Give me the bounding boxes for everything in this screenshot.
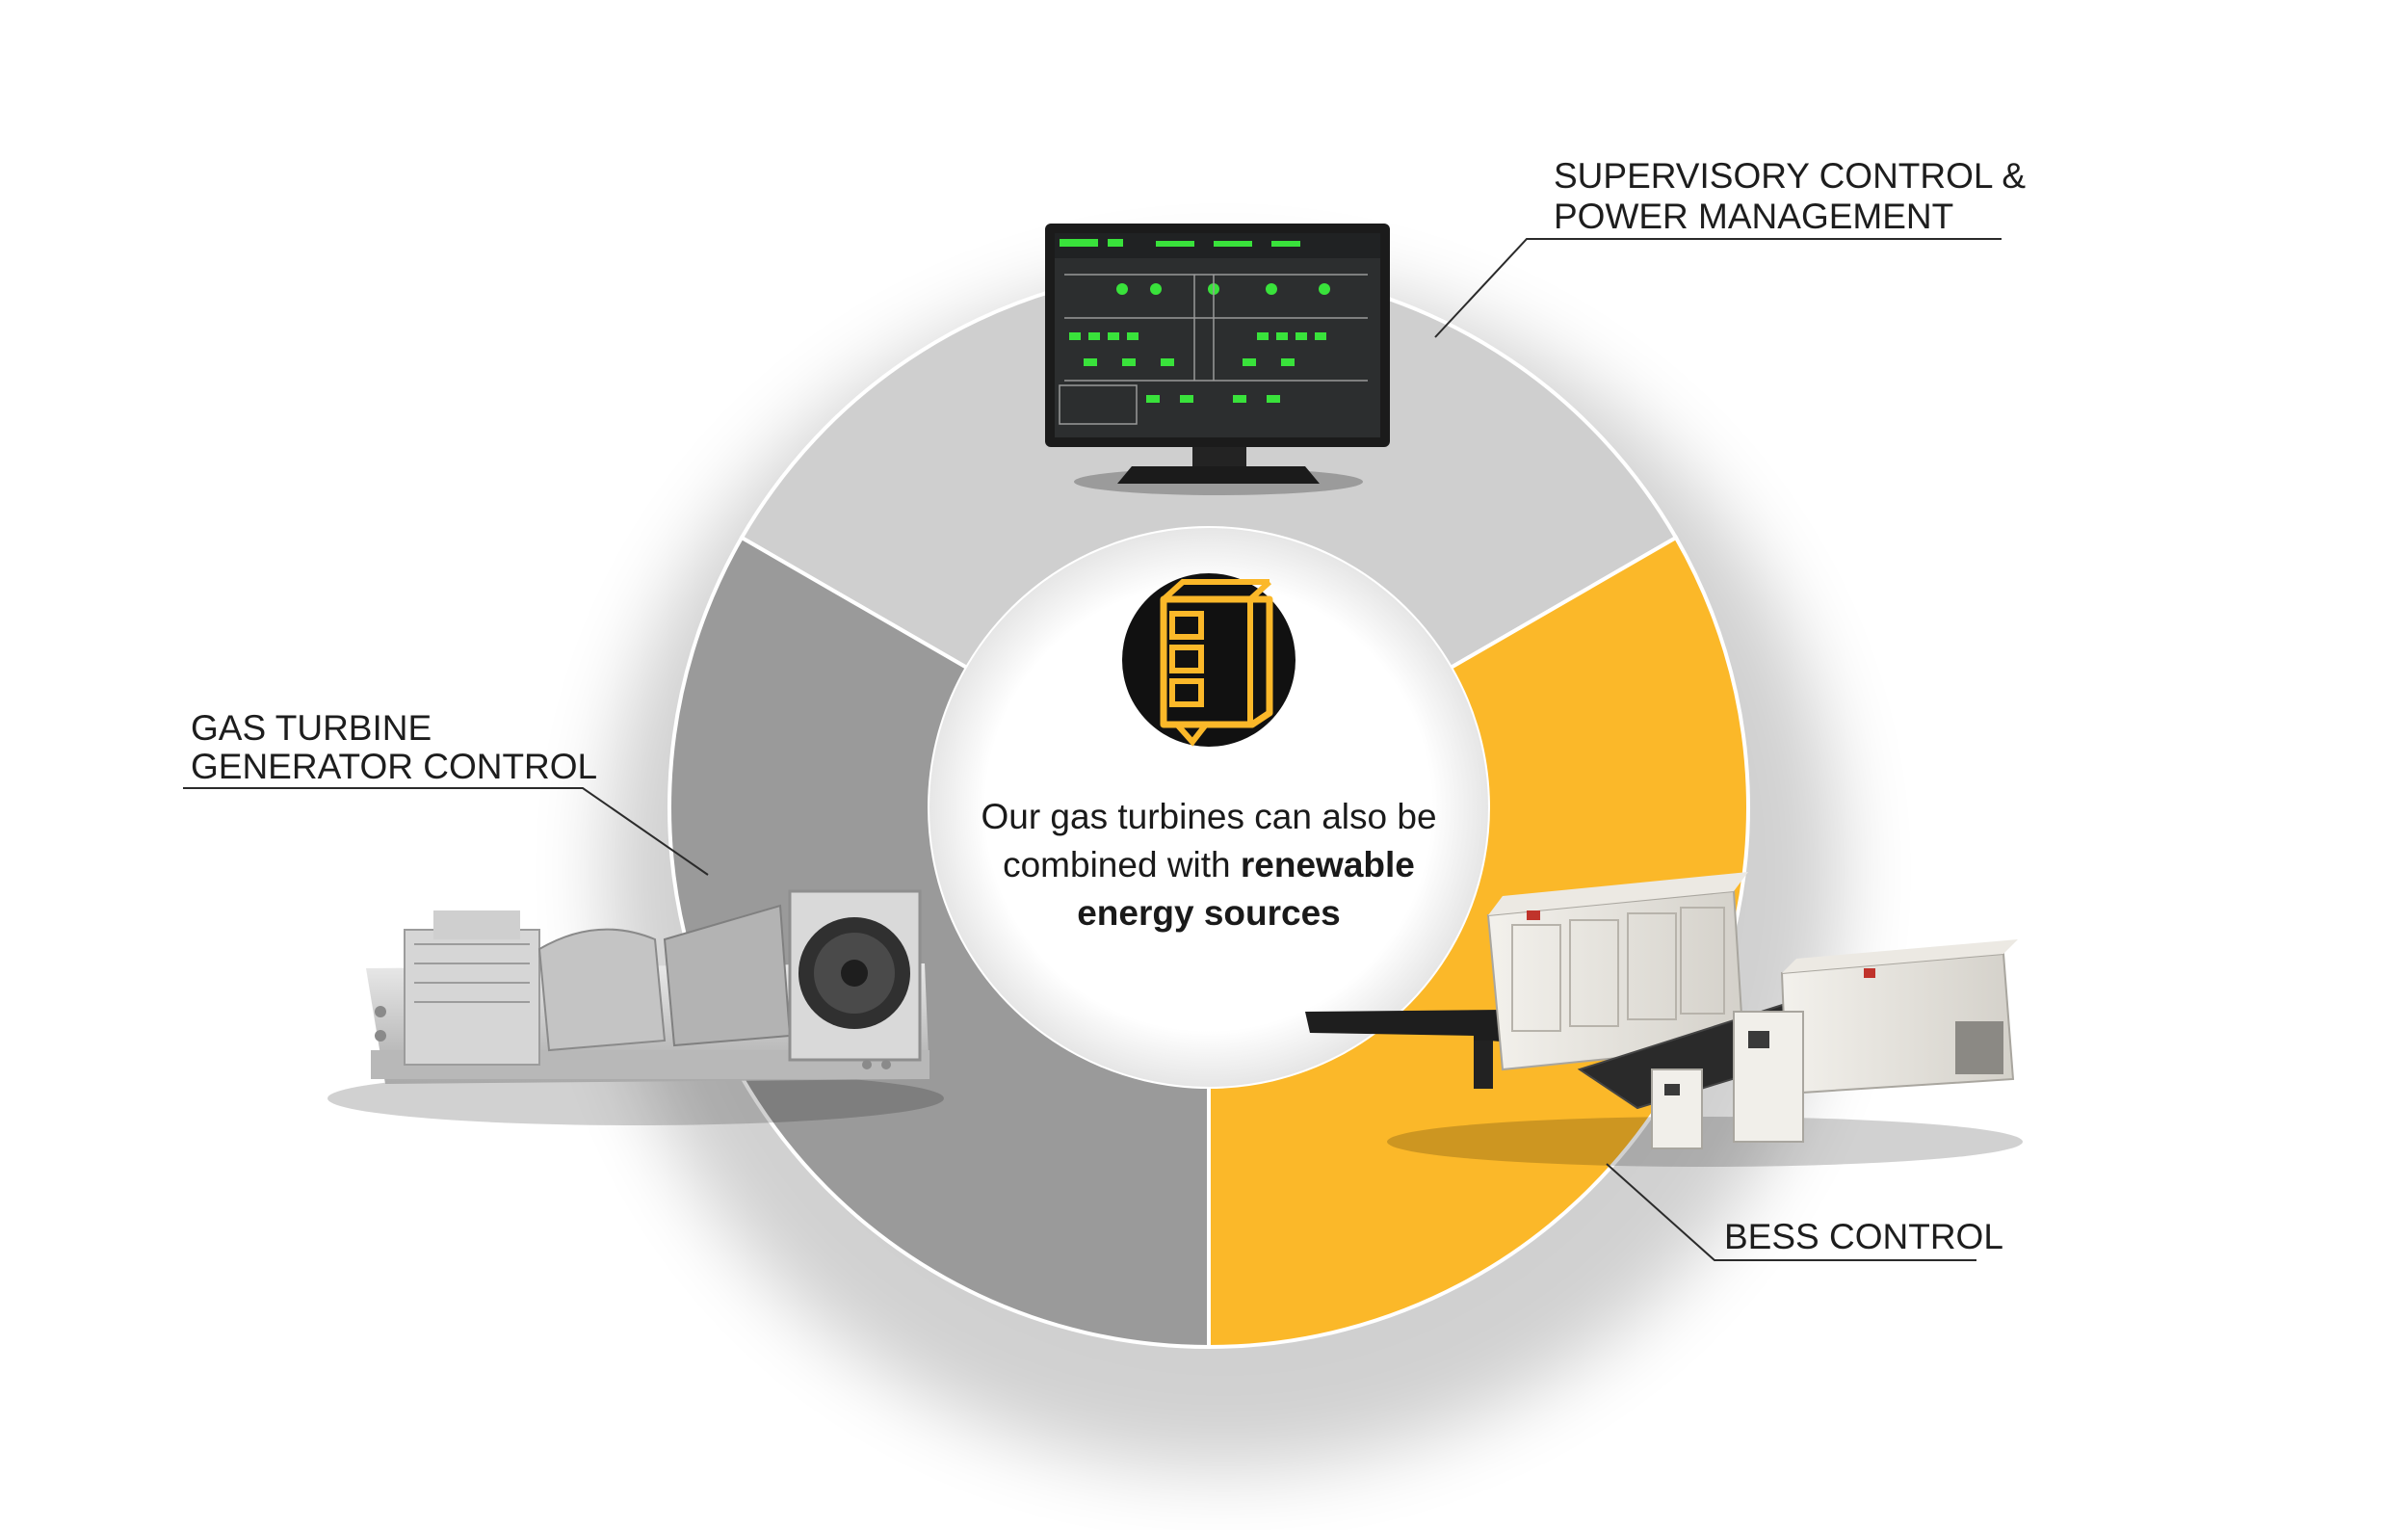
supervisory-label-line2: POWER MANAGEMENT (1554, 197, 1953, 236)
supervisory-leader-line (1434, 238, 2002, 338)
center-text-line3: energy sources (1077, 893, 1341, 933)
center-text-line2-normal: combined with (1003, 845, 1241, 884)
battery-container-icon (1305, 872, 2023, 1167)
gas-turbine-label-line2: GENERATOR CONTROL (191, 747, 597, 786)
bess-leader-line (1606, 1163, 1976, 1261)
gas-turbine-leader-line (183, 787, 709, 876)
monitor-icon (1045, 224, 1390, 495)
leader-lines (183, 238, 2002, 1261)
center-text-line2-bold: renewable (1241, 845, 1415, 884)
center-text-line1: Our gas turbines can also be (981, 797, 1436, 836)
gas-turbine-label-line1: GAS TURBINE (191, 708, 432, 748)
bess-label: BESS CONTROL (1724, 1217, 2003, 1256)
gas-turbine-icon (327, 889, 944, 1125)
supervisory-label-line1: SUPERVISORY CONTROL & (1554, 156, 2026, 196)
center-hub (929, 528, 1488, 1087)
center-text-line2: combined with renewable (1003, 845, 1415, 884)
cabinet-icon (1122, 573, 1296, 747)
